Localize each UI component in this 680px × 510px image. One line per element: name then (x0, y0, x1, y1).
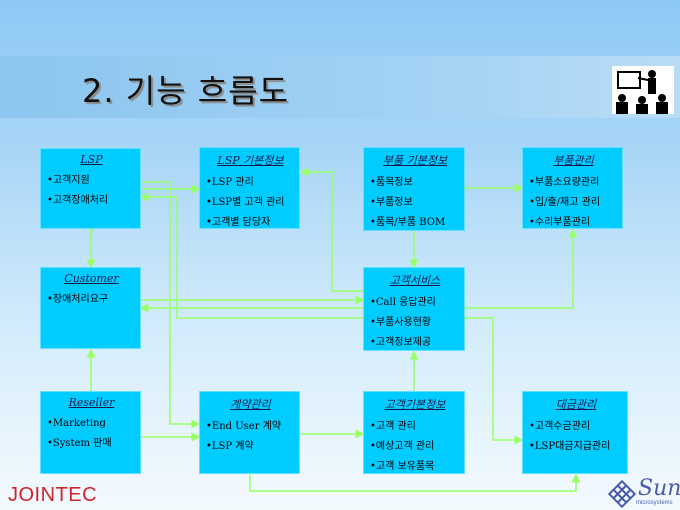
sun-logo-text: Sun (638, 476, 680, 501)
box-lsp: LSP •고객지원 •고객장애처리 (40, 148, 141, 229)
box-item: •LSP대금지급관리 (529, 441, 611, 452)
box-item: •품목정보 (370, 177, 413, 188)
box-title: 부품 기본정보 (382, 154, 448, 167)
box-title: 대금관리 (555, 398, 597, 411)
box-item: •품목/부품 BOM (370, 217, 446, 228)
box-title: LSP (80, 153, 103, 166)
box-item: •입/출/재고 관리 (529, 197, 601, 208)
box-item: •LSP 계약 (206, 441, 254, 452)
box-parts-mgmt: 부품관리 •부품소요량관리 •입/출/재고 관리 •수리부품관리 (522, 147, 623, 229)
box-item: •LSP 관리 (206, 177, 254, 188)
box-item: •고객지원 (47, 175, 90, 186)
box-item: •고객 관리 (370, 421, 416, 432)
box-item: •고객별 담당자 (206, 217, 271, 228)
box-item: •End User 계약 (206, 421, 282, 432)
box-item: •고객장애처리 (47, 195, 109, 206)
parts-mgmt-cs (457, 228, 578, 313)
sun-logo-icon (608, 479, 637, 509)
box-item: •부품정보 (370, 197, 413, 208)
sun-logo-subtext: microsystems (636, 500, 673, 506)
box-billing: 대금관리 •고객수금관리 •LSP대금지급관리 (522, 391, 628, 474)
box-item: •LSP별 고객 관리 (206, 197, 285, 208)
jointec-logo: JOINTEC (8, 484, 98, 506)
box-title: 부품관리 (553, 154, 594, 167)
box-parts-info: 부품 기본정보 •품목정보 •부품정보 •품목/부품 BOM (363, 147, 465, 231)
box-item: •Call 응답관리 (370, 297, 436, 308)
box-customer-service: 고객서비스 •Call 응답관리 •부품사용현황 •고객정보제공 (363, 267, 465, 351)
cs-to-lsp (139, 192, 363, 319)
box-item: •부품소요량관리 (529, 177, 600, 188)
title-band (0, 56, 680, 118)
slide-title: 2. 기능 흐름도 (82, 72, 290, 110)
box-item: •System 판매 (47, 438, 112, 449)
box-item: •Marketing (47, 418, 106, 429)
lsp-to-contract (141, 181, 201, 429)
box-title: Customer (64, 272, 119, 285)
box-title: 고객서비스 (389, 274, 441, 287)
box-contract: 계약관리 •End User 계약 •LSP 계약 (199, 391, 300, 474)
box-lsp-info: LSP 기본정보 •LSP 관리 •LSP별 고객 관리 •고객별 담당자 (199, 147, 300, 229)
box-item: •수리부품관리 (529, 217, 591, 228)
box-title: 계약관리 (230, 398, 271, 411)
box-customer-info: 고객기본정보 •고객 관리 •예상고객 관리 •고객 보유품목 (363, 391, 465, 474)
presenter-clipart-icon (612, 66, 674, 114)
box-item: •고객 보유품목 (370, 461, 435, 472)
box-title: 고객기본정보 (384, 398, 446, 411)
box-customer: Customer •장애처리요구 (40, 267, 141, 349)
contract-to-billing (249, 473, 581, 492)
box-title: LSP 기본정보 (217, 154, 284, 167)
box-item: •부품사용현황 (370, 317, 432, 328)
box-item: •고객정보제공 (370, 337, 432, 348)
box-item: •예상고객 관리 (370, 441, 435, 452)
box-reseller: Reseller •Marketing •System 판매 (40, 391, 141, 474)
box-title: Reseller (68, 396, 115, 409)
box-item: •장애처리요구 (47, 294, 109, 305)
cs-to-lsp-info (299, 167, 363, 292)
cs-to-billing (465, 317, 524, 445)
box-item: •고객수금관리 (529, 421, 591, 432)
